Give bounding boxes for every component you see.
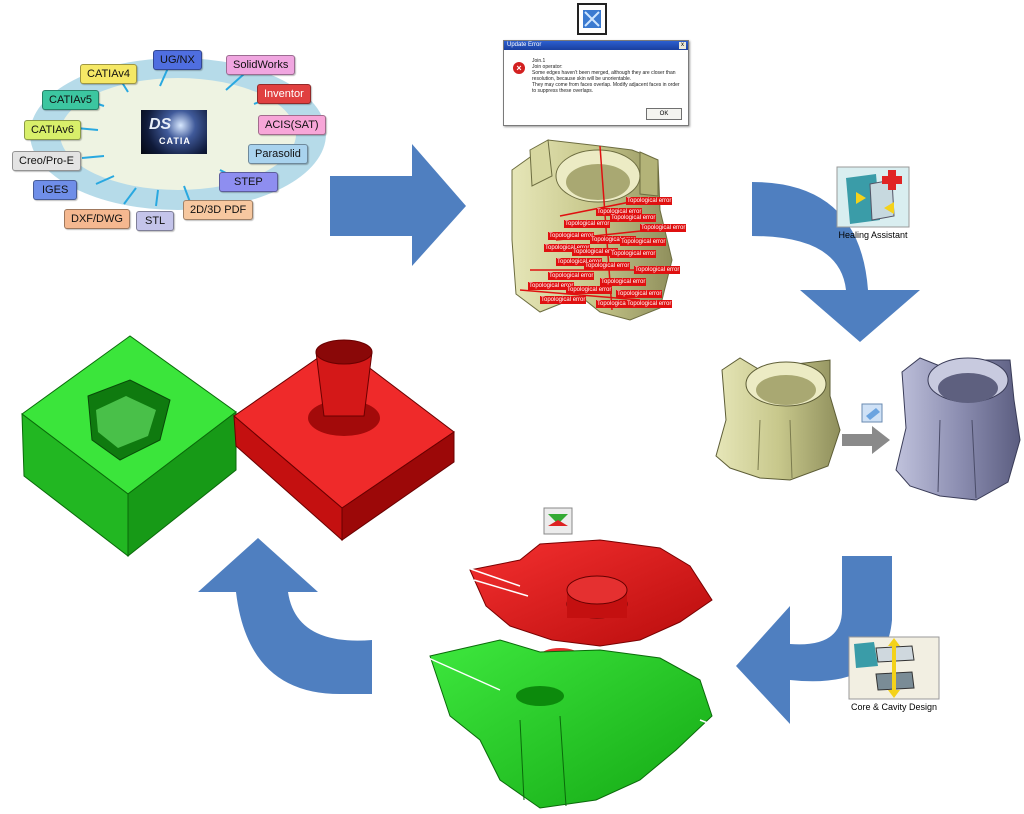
catia-logo-mark: DS xyxy=(149,116,172,133)
arrow-check-to-heal xyxy=(752,182,920,342)
topological-error-tag: Topological error xyxy=(548,272,595,280)
topological-error-tag: Topological error xyxy=(548,232,595,240)
topological-error-tag: Topological error xyxy=(544,244,591,252)
format-dxf-dwg: DXF/DWG xyxy=(64,209,130,229)
topological-error-tag: Topological error xyxy=(590,236,637,244)
arrow-split-to-mold xyxy=(198,538,372,694)
arrow-import-to-check xyxy=(330,144,466,266)
catia-logo: DS CATIA xyxy=(141,110,207,154)
update-icon xyxy=(577,3,607,35)
cavity-block xyxy=(233,339,455,542)
topological-error-tag: Topological error xyxy=(564,220,611,228)
core-block xyxy=(21,335,237,558)
dialog-title: Update Error xyxy=(507,42,542,48)
format-iges: IGES xyxy=(33,180,78,200)
ok-button[interactable]: OK xyxy=(646,108,682,120)
topological-error-tag: Topological error xyxy=(596,208,643,216)
topological-error-tag: Topological error xyxy=(626,197,673,205)
topological-error-tag: Topological error xyxy=(596,300,643,308)
topological-error-tag: Topological error xyxy=(626,300,673,308)
topological-error-tag: Topological error xyxy=(572,248,619,256)
format-creo-pro-e: Creo/Pro-E xyxy=(12,151,82,171)
topological-error-tag: Topological error xyxy=(620,238,667,246)
topological-error-tag: Topological error xyxy=(528,282,575,290)
error-icon: × xyxy=(513,62,525,74)
part-before-healing xyxy=(715,357,841,481)
format-parasolid: Parasolid xyxy=(248,144,308,164)
topological-error-tag: Topological error xyxy=(610,214,657,222)
format-stl: STL xyxy=(136,211,175,231)
topological-error-tag: Topological error xyxy=(566,286,613,294)
format-ug-nx: UG/NX xyxy=(153,50,202,70)
format-catiav5: CATIAv5 xyxy=(42,90,99,110)
core-cavity-tool: Core & Cavity Design xyxy=(846,636,942,714)
close-icon[interactable]: x xyxy=(679,42,686,49)
format-2d-3d-pdf: 2D/3D PDF xyxy=(183,200,254,220)
topological-error-tag: Topological error xyxy=(610,250,657,258)
topological-error-tag: Topological error xyxy=(540,296,587,304)
topological-error-tag: Topological error xyxy=(600,278,647,286)
catia-logo-text: CATIA xyxy=(159,136,191,146)
healing-assistant-icon xyxy=(836,166,910,228)
dialog-body: × Join.1 Join operator: Some edges haven… xyxy=(504,50,688,125)
part-after-healing xyxy=(895,357,1021,501)
format-solidworks: SolidWorks xyxy=(226,55,296,75)
topological-error-tag: Topological error xyxy=(584,262,631,270)
core-cavity-label: Core & Cavity Design xyxy=(850,702,938,712)
topological-error-tag: Topological error xyxy=(556,258,603,266)
topological-error-tag: Topological error xyxy=(634,266,681,274)
dialog-titlebar: Update Error x xyxy=(504,41,688,50)
format-catiav6: CATIAv6 xyxy=(24,120,81,140)
update-error-dialog: Update Error x × Join.1 Join operator: S… xyxy=(503,40,689,126)
core-cavity-icon xyxy=(848,636,940,700)
format-step: STEP xyxy=(219,172,278,192)
format-inventor: Inventor xyxy=(257,84,311,104)
split-icon xyxy=(543,507,573,535)
format-catiav4: CATIAv4 xyxy=(80,64,137,84)
healing-assistant-label: Healing Assistant xyxy=(838,230,908,240)
core-half xyxy=(423,639,743,809)
healing-transition xyxy=(842,403,890,454)
error-message: Join.1 Join operator: Some edges haven't… xyxy=(532,58,680,94)
format-acis-sat: ACIS(SAT) xyxy=(258,115,326,135)
topological-error-tag: Topological error xyxy=(640,224,687,232)
topological-error-tag: Topological error xyxy=(616,290,663,298)
healing-assistant-tool: Healing Assistant xyxy=(836,166,910,242)
arrow-heal-to-split xyxy=(736,556,892,724)
